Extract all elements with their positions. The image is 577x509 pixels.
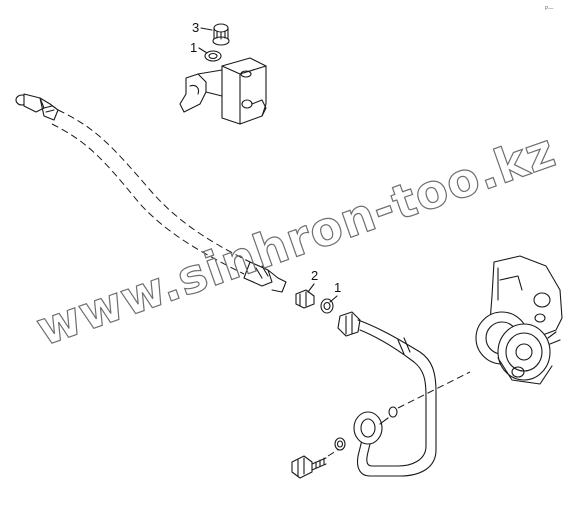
lower-pipe: [337, 311, 471, 477]
union-fitting-part-2: [295, 289, 315, 309]
leader-2: [307, 283, 315, 293]
leader-1-mid: [329, 295, 338, 303]
plug-part-3: [212, 23, 230, 46]
callout-3-top: 3: [192, 20, 199, 35]
long-pipe: [15, 93, 287, 293]
leader-3: [200, 27, 213, 31]
washer-part-1-top: [204, 50, 222, 62]
banjo-bolt: [291, 437, 346, 479]
callout-1-mid: 1: [334, 280, 341, 295]
corner-mark: P—: [545, 6, 553, 12]
leader-1-top: [198, 47, 208, 54]
valve-block: [179, 23, 267, 125]
callout-2-mid: 2: [311, 268, 318, 283]
callout-1-top: 1: [190, 40, 197, 55]
brake-chamber: [475, 255, 563, 385]
